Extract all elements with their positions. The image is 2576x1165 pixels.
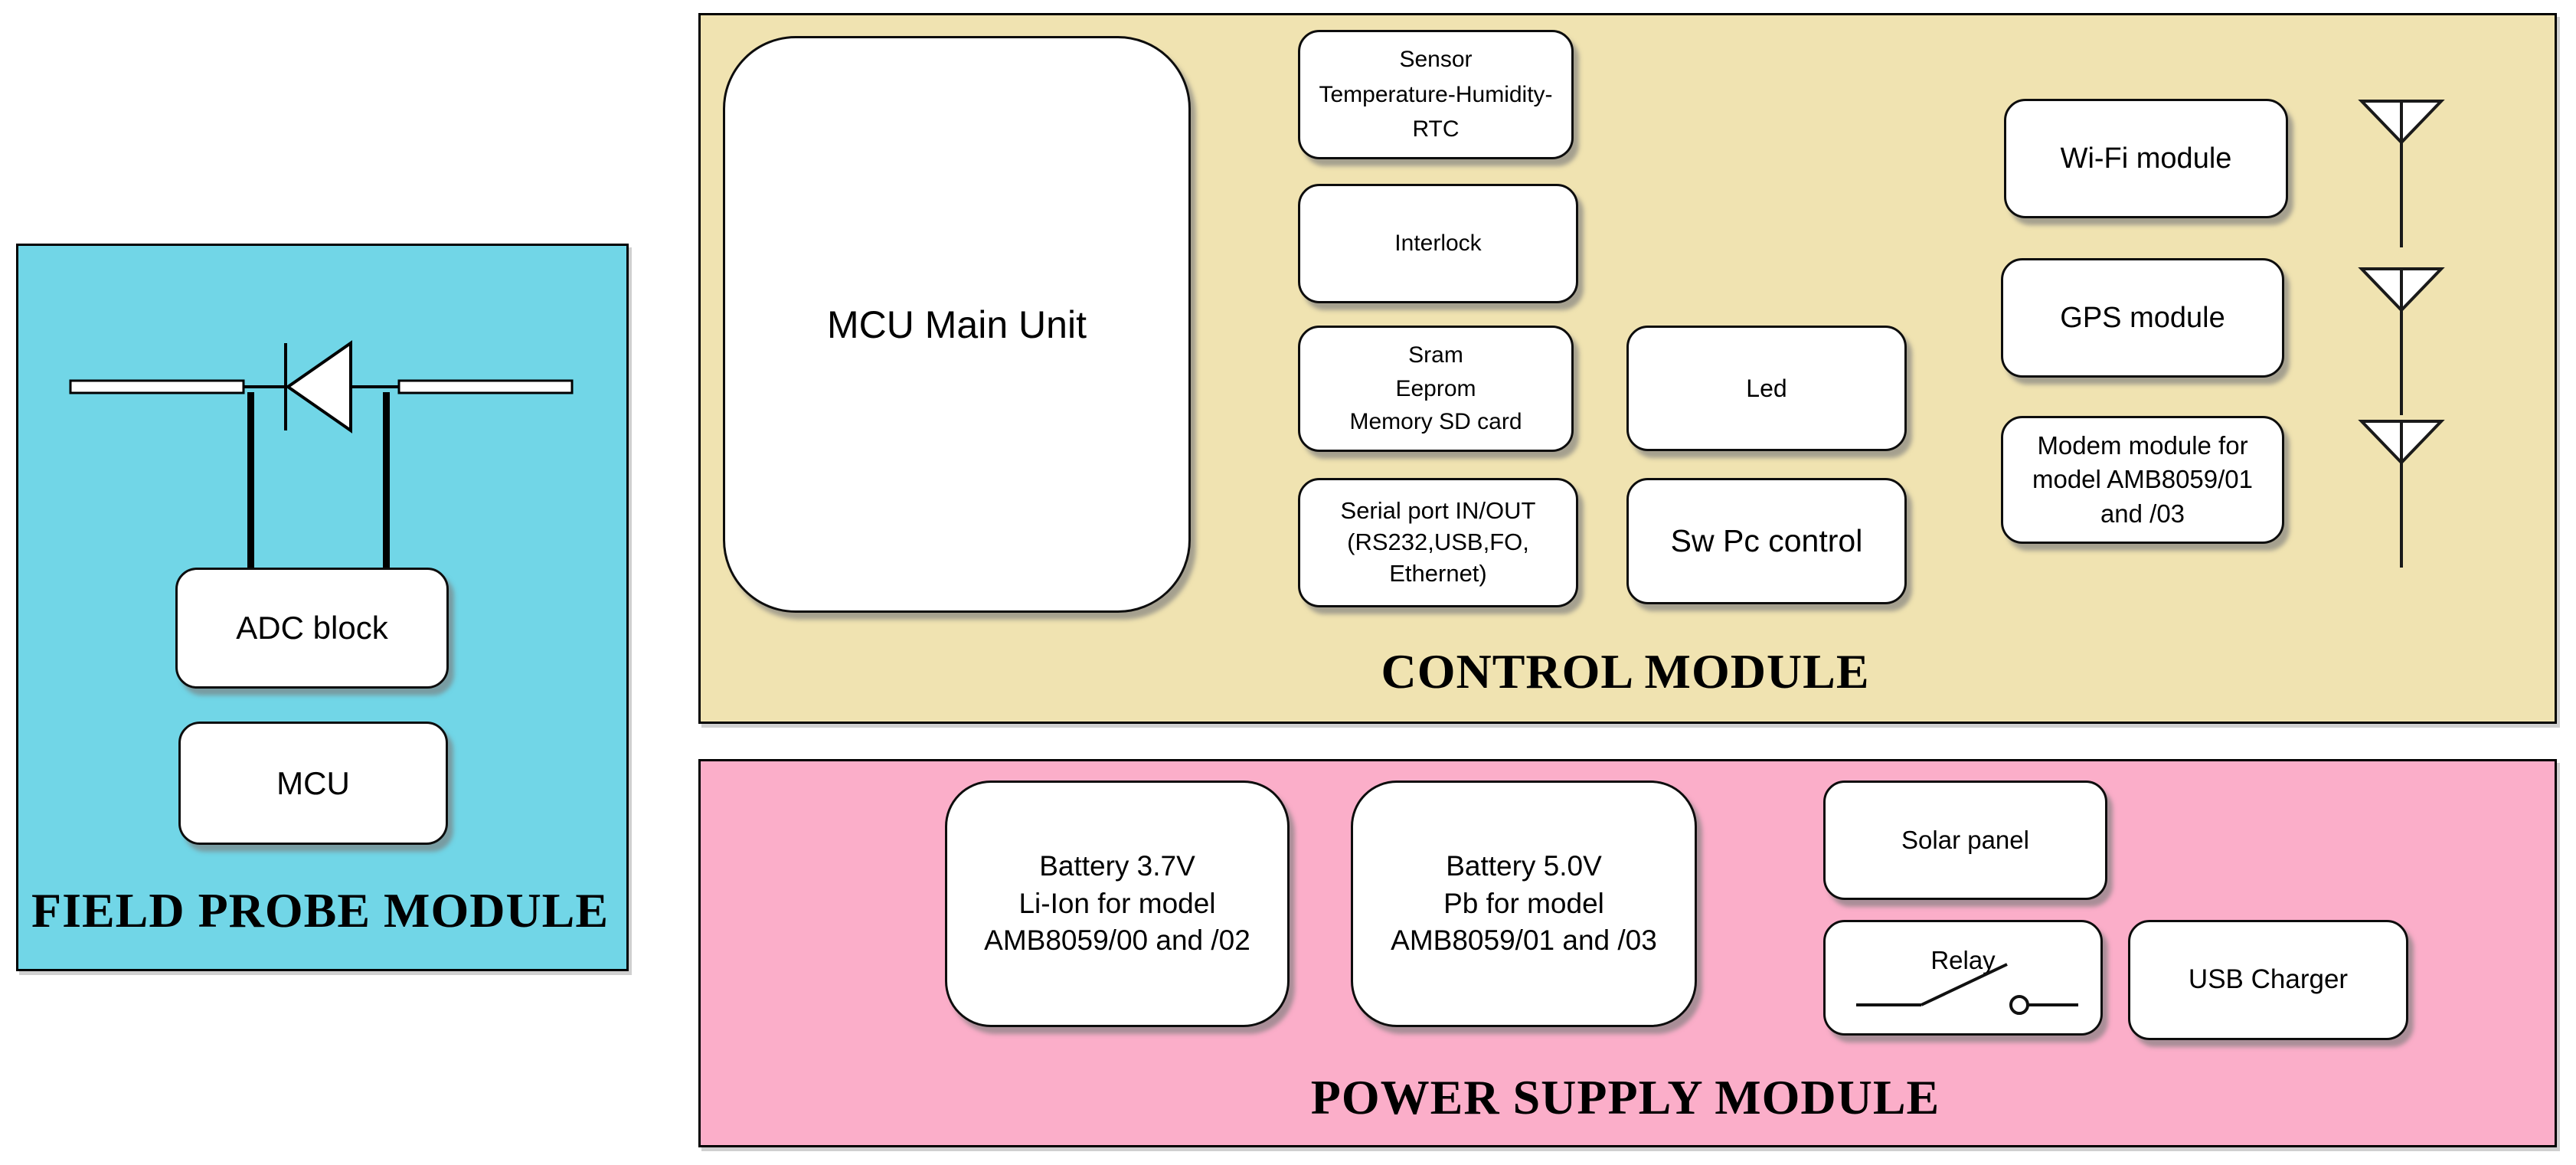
battery-li-label-line: Battery 3.7V [1039, 849, 1195, 882]
modem-antenna-icon [2358, 420, 2445, 568]
led-node: Led [1626, 326, 1907, 451]
field-probe-mcu-label: MCU [276, 764, 350, 801]
wifi-module-label: Wi-Fi module [2060, 142, 2232, 175]
sram-eeprom-memory-node: Sram Eeprom Memory SD card [1298, 326, 1574, 452]
battery-li-label-line: AMB8059/00 and /02 [984, 924, 1250, 957]
modem-label-line: and /03 [2100, 499, 2185, 528]
field-probe-module-title: FIELD PROBE MODULE [31, 883, 610, 938]
sram-label-line: Sram [1408, 342, 1463, 368]
serial-port-node: Serial port IN/OUT (RS232,USB,FO, Ethern… [1298, 478, 1578, 607]
modem-label-line: Modem module for [2037, 430, 2248, 460]
adc-block-label: ADC block [236, 610, 388, 646]
led-label: Led [1746, 374, 1787, 402]
usb-charger-label: USB Charger [2188, 964, 2349, 995]
probe-wire-left [247, 392, 254, 568]
usb-charger-node: USB Charger [2128, 920, 2408, 1040]
control-module-title: CONTROL MODULE [1381, 644, 1870, 699]
solar-panel-node: Solar panel [1823, 780, 2107, 900]
battery-pb-label-line: Pb for model [1443, 887, 1604, 919]
power-supply-module-title: POWER SUPPLY MODULE [1310, 1070, 1940, 1124]
wifi-antenna-icon [2358, 100, 2445, 247]
battery-li-label-line: Li-Ion for model [1018, 887, 1216, 919]
adc-block-node: ADC block [175, 568, 449, 689]
sensor-label-line: RTC [1412, 116, 1460, 142]
interlock-node: Interlock [1298, 184, 1578, 303]
interlock-label: Interlock [1394, 231, 1482, 257]
sram-label-line: Eeprom [1395, 375, 1476, 401]
sw-pc-control-label: Sw Pc control [1670, 523, 1863, 559]
modem-module-node: Modem module for model AMB8059/01 and /0… [2001, 416, 2284, 544]
relay-node: Relay [1823, 920, 2103, 1036]
serial-label-line: Serial port IN/OUT [1340, 497, 1536, 525]
relay-switch-icon [1856, 963, 2078, 1015]
mcu-main-unit-label: MCU Main Unit [827, 303, 1087, 346]
modem-label-line: model AMB8059/01 [2032, 465, 2254, 494]
gps-antenna-icon [2358, 267, 2445, 415]
gps-module-label: GPS module [2060, 301, 2225, 334]
battery-pb-label-line: Battery 5.0V [1446, 849, 1602, 882]
sram-label-line: Memory SD card [1349, 409, 1522, 435]
sensor-label-line: Temperature-Humidity- [1319, 81, 1553, 107]
relay-label: Relay [1930, 946, 1996, 974]
gps-module-node: GPS module [2001, 258, 2284, 378]
sw-pc-control-node: Sw Pc control [1626, 478, 1907, 604]
sensor-node: Sensor Temperature-Humidity- RTC [1298, 30, 1574, 159]
solar-panel-label: Solar panel [1901, 826, 2029, 855]
battery-li-ion-node: Battery 3.7V Li-Ion for model AMB8059/00… [945, 780, 1290, 1027]
battery-pb-label-line: AMB8059/01 and /03 [1391, 924, 1657, 957]
sensor-label-line: Sensor [1399, 47, 1473, 72]
probe-wire-right [383, 392, 390, 568]
dipole-antenna-diode-icon [69, 340, 574, 434]
mcu-main-unit-node: MCU Main Unit [723, 36, 1191, 613]
serial-label-line: (RS232,USB,FO, [1347, 529, 1529, 556]
wifi-module-node: Wi-Fi module [2004, 99, 2288, 218]
field-probe-mcu-node: MCU [178, 722, 448, 845]
serial-label-line: Ethernet) [1389, 559, 1487, 587]
battery-pb-node: Battery 5.0V Pb for model AMB8059/01 and… [1351, 780, 1697, 1027]
